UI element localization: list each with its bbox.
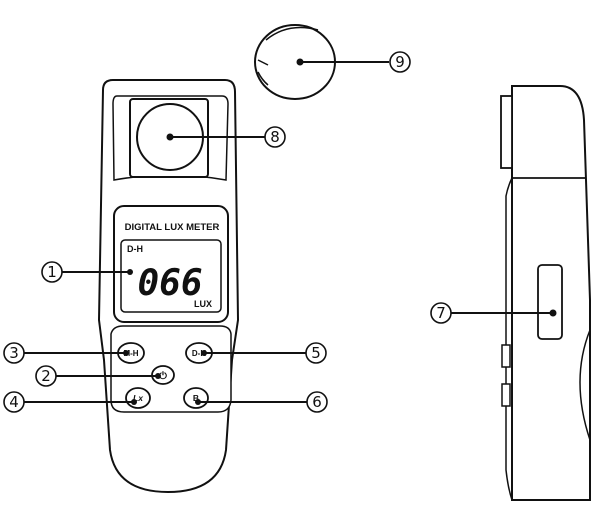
unit-label: LUX	[194, 299, 212, 309]
lx-button-label: Lx	[133, 393, 144, 403]
lcd-window	[120, 239, 222, 313]
callout-6: 6	[312, 393, 322, 411]
meter-front: DIGITAL LUX METER D-H 066 LUX M-H D-H ⏻ …	[97, 79, 240, 494]
leader-lines	[24, 61, 553, 403]
lx-button[interactable]: Lx	[125, 387, 151, 409]
side-connector	[537, 264, 563, 340]
mh-button-label: M-H	[123, 349, 138, 358]
display-header: DIGITAL LUX METER	[125, 222, 220, 233]
callout-8: 8	[270, 128, 280, 146]
b-button-label: B	[193, 393, 199, 403]
mh-button[interactable]: M-H	[117, 342, 145, 364]
callout-2: 2	[41, 367, 51, 385]
meter-side	[500, 85, 591, 501]
callout-1: 1	[47, 263, 57, 281]
power-icon: ⏻	[159, 370, 167, 382]
b-button[interactable]: B	[183, 387, 209, 409]
callout-9: 9	[395, 53, 405, 71]
lux-reading: 066	[137, 263, 202, 304]
callout-7: 7	[436, 304, 446, 322]
callout-4: 4	[9, 393, 19, 411]
callout-3: 3	[9, 344, 19, 362]
callout-5: 5	[311, 344, 321, 362]
dh-button-label: D-H	[192, 349, 206, 358]
mode-indicator: D-H	[127, 244, 143, 254]
